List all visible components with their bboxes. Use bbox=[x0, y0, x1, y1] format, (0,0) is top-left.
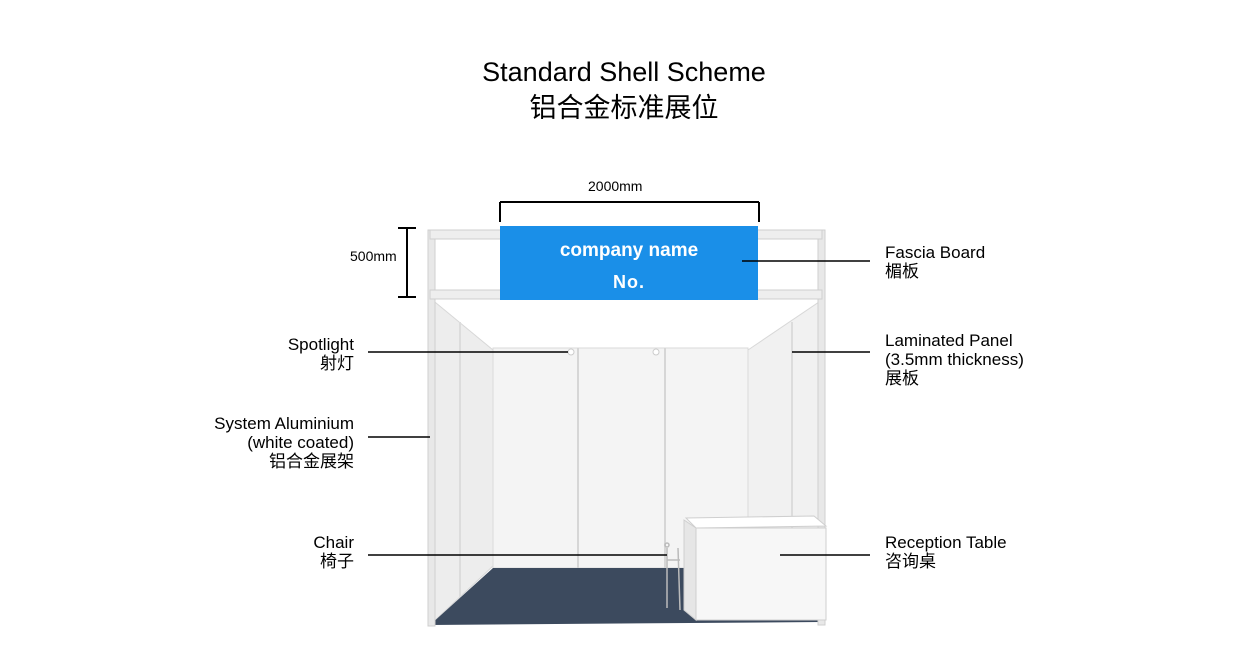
height-dimension-label: 500mm bbox=[350, 248, 397, 264]
label-laminated-panel: Laminated Panel (3.5mm thickness) 展板 bbox=[885, 331, 1024, 388]
label-laminated-panel-zh: 展板 bbox=[885, 369, 919, 388]
label-reception-table-zh: 咨询桌 bbox=[885, 552, 936, 571]
chair bbox=[664, 542, 681, 611]
label-system-aluminium: System Aluminium (white coated) 铝合金展架 bbox=[170, 414, 354, 471]
diagram-title-zh: 铝合金标准展位 bbox=[529, 93, 719, 123]
width-dimension-line bbox=[499, 201, 760, 222]
width-dimension-label: 2000mm bbox=[588, 178, 643, 194]
fascia-company-name: company name bbox=[559, 240, 699, 261]
label-system-aluminium-en: System Aluminium bbox=[214, 414, 354, 433]
label-chair-zh: 椅子 bbox=[320, 552, 354, 571]
reception-table-body bbox=[695, 527, 827, 621]
height-dimension-line bbox=[398, 227, 416, 298]
reception-table-side bbox=[683, 519, 697, 622]
label-reception-table-en: Reception Table bbox=[885, 533, 1007, 552]
label-laminated-panel-en: Laminated Panel bbox=[885, 331, 1013, 350]
label-chair: Chair 椅子 bbox=[194, 533, 354, 571]
spotlight-right bbox=[652, 348, 660, 356]
left-wall-panel bbox=[429, 296, 494, 627]
label-chair-en: Chair bbox=[313, 533, 354, 552]
spotlight-left bbox=[567, 348, 575, 356]
label-spotlight: Spotlight 射灯 bbox=[194, 335, 354, 373]
label-system-aluminium-en2: (white coated) bbox=[247, 433, 354, 452]
diagram-title-en: Standard Shell Scheme bbox=[482, 57, 766, 87]
label-fascia-board: Fascia Board 楣板 bbox=[885, 243, 985, 281]
label-system-aluminium-zh: 铝合金展架 bbox=[269, 452, 354, 471]
fascia-number: No. bbox=[613, 272, 645, 292]
label-spotlight-en: Spotlight bbox=[287, 335, 354, 354]
fascia-board bbox=[500, 226, 758, 300]
front-left-post bbox=[427, 229, 436, 627]
label-fascia-board-zh: 楣板 bbox=[885, 262, 919, 281]
label-spotlight-zh: 射灯 bbox=[320, 354, 354, 373]
label-reception-table: Reception Table 咨询桌 bbox=[885, 533, 1007, 571]
label-fascia-board-en: Fascia Board bbox=[885, 243, 986, 262]
reception-table-top bbox=[684, 515, 828, 529]
label-laminated-panel-en2: (3.5mm thickness) bbox=[885, 350, 1024, 369]
